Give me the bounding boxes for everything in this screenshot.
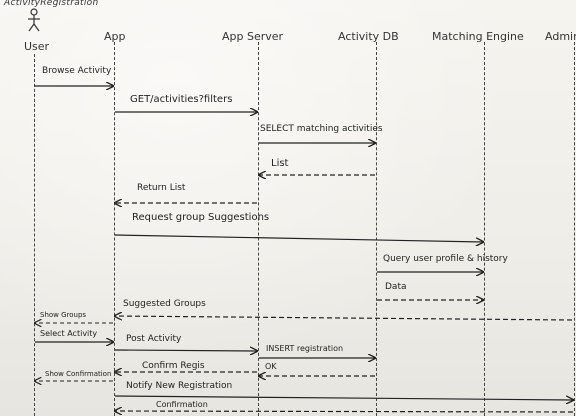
message-label: Data	[385, 282, 407, 292]
lifeline-user	[34, 54, 35, 416]
lifeline-app	[114, 42, 115, 416]
lifeline-app-server	[258, 42, 259, 416]
participant-app-server: App Server	[222, 30, 284, 43]
message-label: OK	[265, 362, 277, 371]
message-label: Confirm Regis	[142, 361, 205, 371]
user-stick-figure-icon	[28, 8, 40, 32]
arrow-post-activity	[114, 350, 257, 351]
message-label: Show Confirmation	[45, 370, 112, 378]
arrow-confirmation	[115, 411, 574, 412]
message-label: SELECT matching activities	[260, 124, 383, 134]
participant-app: App	[104, 30, 126, 43]
participant-user: User	[24, 40, 50, 53]
message-label: Notify New Registration	[126, 381, 233, 391]
arrow-request-suggestions	[114, 234, 483, 242]
message-label: INSERT registration	[266, 344, 344, 353]
message-label: List	[271, 158, 289, 169]
participant-matching-engine: Matching Engine	[432, 30, 524, 43]
message-label: Request group Suggestions	[132, 212, 270, 223]
message-label: Post Activity	[126, 334, 182, 344]
arrow-suggested-groups	[115, 316, 573, 321]
message-label: Suggested Groups	[123, 299, 206, 309]
diagram-title: ActivityRegistration	[4, 0, 99, 8]
message-label: Confirmation	[156, 400, 208, 409]
lifeline-activity-db	[376, 42, 377, 416]
message-label: Select Activity	[40, 329, 98, 338]
arrow-notify-registration	[114, 395, 573, 400]
message-label: Query user profile & history	[383, 254, 508, 264]
message-label: Return List	[137, 183, 186, 193]
participant-admin: Admin	[545, 30, 576, 43]
lifeline-admin	[574, 42, 575, 416]
message-label: GET/activities?filters	[130, 94, 233, 105]
message-label: Show Groups	[40, 311, 87, 319]
participant-activity-db: Activity DB	[338, 30, 399, 43]
message-label: Browse Activity	[42, 66, 112, 76]
lifeline-matching-engine	[484, 42, 485, 416]
